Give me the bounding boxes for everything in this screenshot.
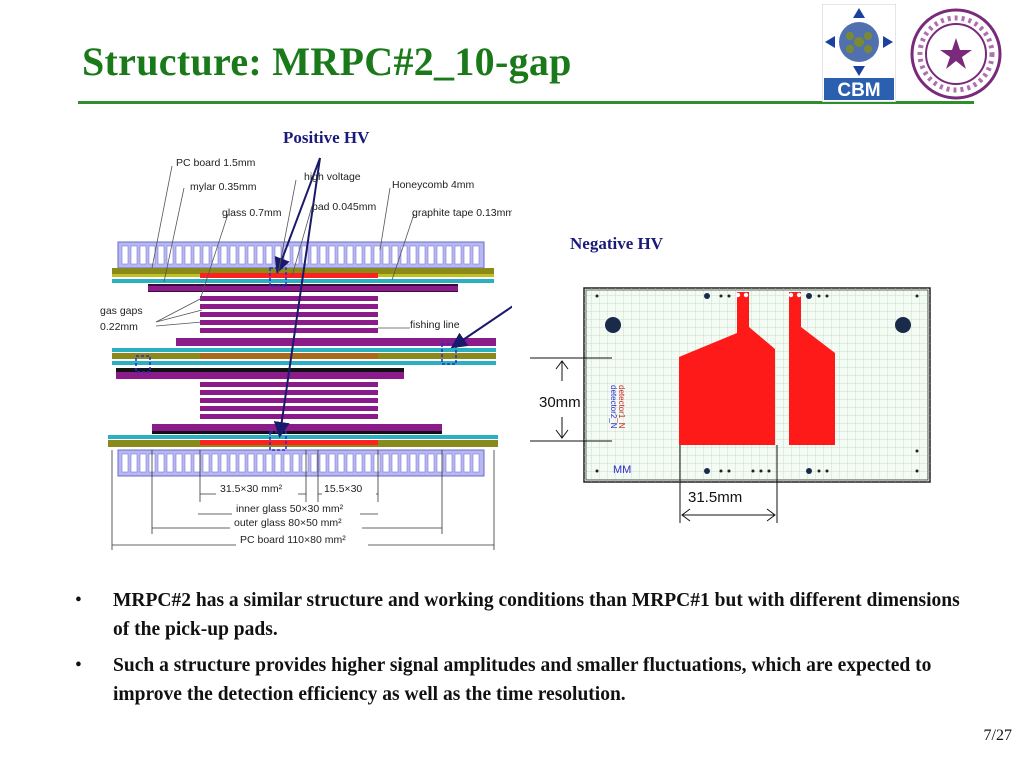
- tsinghua-seal: [910, 8, 1002, 100]
- positive-hv-label: Positive HV: [283, 128, 370, 147]
- detector2-label: detector2_N: [609, 385, 618, 429]
- pad-top: [200, 273, 378, 278]
- label-mylar: mylar 0.35mm: [190, 181, 257, 193]
- bullet-text: MRPC#2 has a similar structure and worki…: [113, 590, 960, 640]
- dim-pc-board: PC board 110×80 mm²: [240, 534, 346, 546]
- dim-pad-b: 15.5×30: [324, 483, 362, 495]
- pad-15-5mm: [789, 292, 835, 445]
- mylar-bottom: [108, 435, 498, 439]
- label-graphite-tape: graphite tape 0.13mm: [412, 207, 512, 219]
- cbm-logo: CBM: [822, 4, 896, 102]
- bullet-marker: •: [75, 590, 82, 611]
- pad-dimension-lines: [530, 357, 778, 523]
- bullet-item: • Such a structure provides higher signa…: [75, 651, 965, 709]
- outer-glass-bottom: [152, 424, 442, 432]
- dim-inner-glass: inner glass 50×30 mm²: [236, 503, 344, 515]
- label-pad: pad 0.045mm: [312, 201, 376, 213]
- outer-glass-middle: [176, 338, 496, 346]
- bullet-list: • MRPC#2 has a similar structure and wor…: [75, 586, 965, 716]
- dim-outer-glass: outer glass 80×50 mm²: [234, 517, 342, 529]
- dim-pad-a: 31.5×30 mm²: [220, 483, 283, 495]
- marker-mm: MM: [613, 464, 631, 476]
- detector1-label: detector1_N: [617, 385, 626, 429]
- pickup-pad-layout: MM detector1_N detector2_N: [583, 287, 931, 483]
- negative-hv-label: Negative HV: [570, 234, 664, 253]
- cbm-logo-text: CBM: [837, 80, 880, 101]
- mrpc-cross-section-diagram: PC board 1.5mm mylar 0.35mm glass 0.7mm …: [100, 157, 512, 550]
- inner-glass-stack-top: [200, 296, 378, 333]
- label-honeycomb: Honeycomb 4mm: [392, 179, 475, 191]
- page-number: 7/27: [983, 727, 1012, 744]
- title-underline: [78, 101, 974, 104]
- height-30mm-label: 30mm: [539, 394, 581, 411]
- inner-glass-stack-bottom: [200, 382, 378, 419]
- bullet-item: • MRPC#2 has a similar structure and wor…: [75, 586, 965, 644]
- label-fishing-line: fishing line: [410, 319, 460, 331]
- label-glass: glass 0.7mm: [222, 207, 282, 219]
- label-pc-board: PC board 1.5mm: [176, 157, 256, 169]
- label-gas-gaps-size: 0.22mm: [100, 321, 138, 333]
- label-high-voltage: high voltage: [304, 171, 361, 183]
- label-gas-gaps: gas gaps: [100, 305, 143, 317]
- honeycomb-bottom: [117, 449, 485, 477]
- bullet-marker: •: [75, 655, 82, 676]
- slide-title: Structure: MRPC#2_10-gap: [82, 39, 572, 84]
- pad-bottom: [200, 440, 378, 445]
- width-31-5mm-label: 31.5mm: [688, 489, 743, 506]
- bullet-text: Such a structure provides higher signal …: [113, 655, 932, 705]
- pad-31-5mm: [679, 292, 775, 445]
